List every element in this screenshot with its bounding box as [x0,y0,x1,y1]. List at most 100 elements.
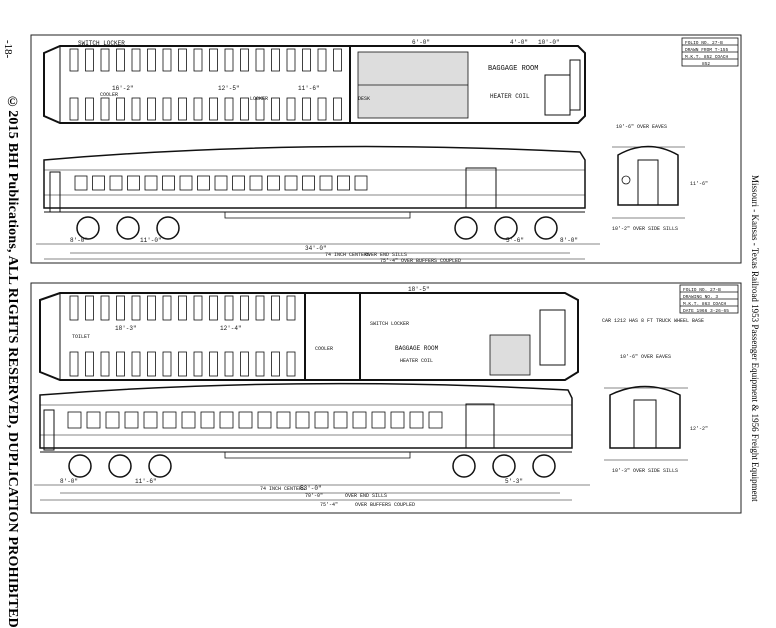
top-wheel [454,216,478,240]
bottom-wheel [492,454,516,478]
bottom-end-note: CAR 1212 HAS 8 FT TRUCK WHEEL BASE [602,318,704,324]
window [276,411,291,429]
seat [240,48,249,72]
top-label-cooler: COOLER [100,92,118,98]
seat [100,48,110,72]
window [105,411,120,429]
seat [178,295,187,321]
seat [116,48,125,72]
bottom-end-view [604,385,688,461]
top-label-baggage-room: BAGGAGE ROOM [488,65,538,73]
top-folio-2: DRAWN FROM T-155 [685,47,729,53]
seat [271,48,280,72]
top-folio-box [681,37,739,67]
bottom-dim-2: 12'-4" [220,325,242,332]
seat [178,48,187,72]
bottom-folio-2: DRAWING NO. 3 [683,294,718,300]
seat [147,97,156,121]
seat [333,48,342,72]
bottom-panel-border [30,282,742,514]
top-dim-13: OVER END SILLS [365,252,407,258]
top-wheel [116,216,140,240]
top-dim-6: 11'-6" [298,85,320,92]
top-end-dim-2: 10'-2" OVER SIDE SILLS [612,226,678,232]
seat [240,351,249,377]
window [337,175,350,191]
top-car-seats [69,48,342,121]
seat [131,295,141,321]
window [352,411,367,429]
window [144,175,158,191]
bottom-folio-4: DATE 1966 3-26-65 [683,308,729,314]
seat [100,295,110,321]
seat [286,48,296,72]
seat [147,48,156,72]
bottom-dim-8: 70'-0" [305,493,323,499]
seat [85,351,94,377]
seat [286,295,296,321]
seat [224,295,234,321]
seat [69,48,79,72]
bottom-dim-9: 75'-4" [320,502,338,508]
seat [271,97,280,121]
seat [209,48,218,72]
top-car-plan [43,45,586,124]
seat [162,295,172,321]
top-dim-lines [36,243,600,260]
window [219,411,234,429]
bottom-wheel [68,454,92,478]
top-dim-1: 6'-0" [412,39,430,46]
top-car-elevation [43,145,586,219]
bottom-car-seats [69,295,296,377]
top-dim-10: 8'-0" [560,237,578,244]
seat [69,97,79,121]
seat [255,351,265,377]
bottom-dim-1: 18'-3" [115,325,137,332]
seat [100,97,110,121]
bottom-label-toilet: TOILET [72,334,90,340]
bottom-label-baggage-room: BAGGAGE ROOM [395,345,439,352]
top-dim-9: 5'-6" [506,237,524,244]
bottom-dim-10: 74 INCH CENTERS [260,486,305,492]
top-label-desk: DESK [358,96,370,102]
bottom-car-elevation [39,382,573,459]
window [162,175,175,191]
top-folio-3: M.K.T. 852 COACH [685,54,729,60]
seat [333,97,342,121]
seat [224,351,234,377]
window [284,175,298,191]
top-dim-7: 8'-0" [70,237,88,244]
seat [85,295,94,321]
window [143,411,158,429]
copyright-notice: ©2015 BHI Publications, ALL RIGHTS RESER… [5,95,20,628]
bottom-folio-3: M.K.T. 863 COACH [683,301,727,307]
bottom-label-heater-coil: HEATER COIL [400,358,433,364]
window [354,175,368,191]
window [214,175,228,191]
top-dim-8: 11'-0" [140,237,162,244]
window [390,411,405,429]
seat [286,351,296,377]
top-end-dim-1: 10'-6" OVER EAVES [616,124,667,130]
seat [85,48,94,72]
page-caption: Missouri - Kansas - Texas Railroad 1953 … [750,175,760,502]
seat [116,351,125,377]
window [238,411,253,429]
window [257,411,272,429]
seat [193,48,203,72]
bottom-wheel [532,454,556,478]
seat [317,48,327,72]
bottom-dim-5: 11'-6" [135,478,157,485]
window [333,411,348,429]
seat [131,97,141,121]
bottom-wheel [108,454,132,478]
seat [193,351,203,377]
page-number: -18- [2,40,14,59]
bottom-label-switch-locker: SWITCH LOCKER [370,321,409,327]
seat [193,97,203,121]
window [249,175,263,191]
bottom-dim-11: OVER END SILLS [345,493,387,499]
top-label-switch-locker: SWITCH LOCKER [78,40,125,47]
top-wheel [76,216,100,240]
seat [286,97,296,121]
